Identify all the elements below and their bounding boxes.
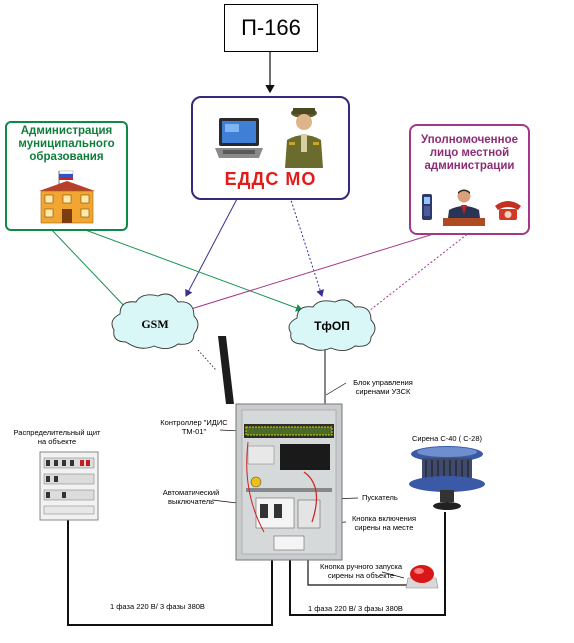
edds-box: ЕДДС МО [191, 96, 350, 200]
siren-icon [409, 446, 485, 510]
antenna-icon [218, 336, 234, 404]
power-left-label: 1 фаза 220 В/ 3 фазы 380В [110, 602, 205, 611]
gsm-label: GSM [141, 317, 168, 331]
controller-label: Контроллер "ИДИС ТМ-01" [160, 418, 228, 436]
link-auth-gsm [177, 231, 441, 316]
control-block-label: Блок управления сиренами УЗСК [353, 378, 413, 396]
link-edds-gsm [185, 196, 239, 297]
telephone-icon [495, 201, 521, 220]
control-cabinet [235, 403, 343, 561]
breaker-label: Автоматический выключатель [162, 488, 220, 506]
businessman-icon [443, 189, 485, 226]
link-admin-tfop [79, 227, 303, 312]
power-right-label: 1 фаза 220 В/ 3 фазы 380В [308, 604, 403, 613]
signal-dots [197, 349, 217, 371]
authorized-title: Уполномоченное лицо местной администраци… [420, 134, 518, 172]
authorized-box: Уполномоченное лицо местной администраци… [409, 124, 530, 235]
distribution-panel [39, 451, 99, 521]
admin-title: Администрация муниципального образования [18, 125, 115, 163]
building-icon [39, 170, 95, 224]
link-edds-tfop [289, 196, 324, 297]
p166-label: П-166 [241, 15, 301, 40]
red-button-icon [405, 565, 439, 589]
laptop-icon [215, 118, 263, 158]
edds-title: ЕДДС МО [224, 169, 317, 189]
gsm-cloud: GSM [111, 293, 199, 349]
p166-box: П-166 [224, 4, 318, 52]
siren-label: Сирена С-40 ( С-28) [411, 434, 483, 443]
link-auth-tfop [359, 231, 471, 319]
tfop-label: ТфОП [314, 319, 350, 333]
starter-label: Пускатель [362, 493, 398, 502]
panel-label: Распределительный щит на объекте [13, 428, 101, 446]
power-wire-right [289, 512, 446, 616]
link-admin-gsm [49, 227, 129, 311]
power-wire-left [67, 520, 273, 626]
local-button-label: Кнопка включения сирены на месте [351, 514, 417, 532]
officer-icon [285, 108, 323, 168]
mobile-phone-icon [422, 194, 432, 220]
admin-box: Администрация муниципального образования [5, 121, 128, 231]
manual-button-label: Кнопка ручного запуска сирены на объекте [319, 562, 403, 580]
tfop-cloud: ТфОП [288, 299, 376, 351]
